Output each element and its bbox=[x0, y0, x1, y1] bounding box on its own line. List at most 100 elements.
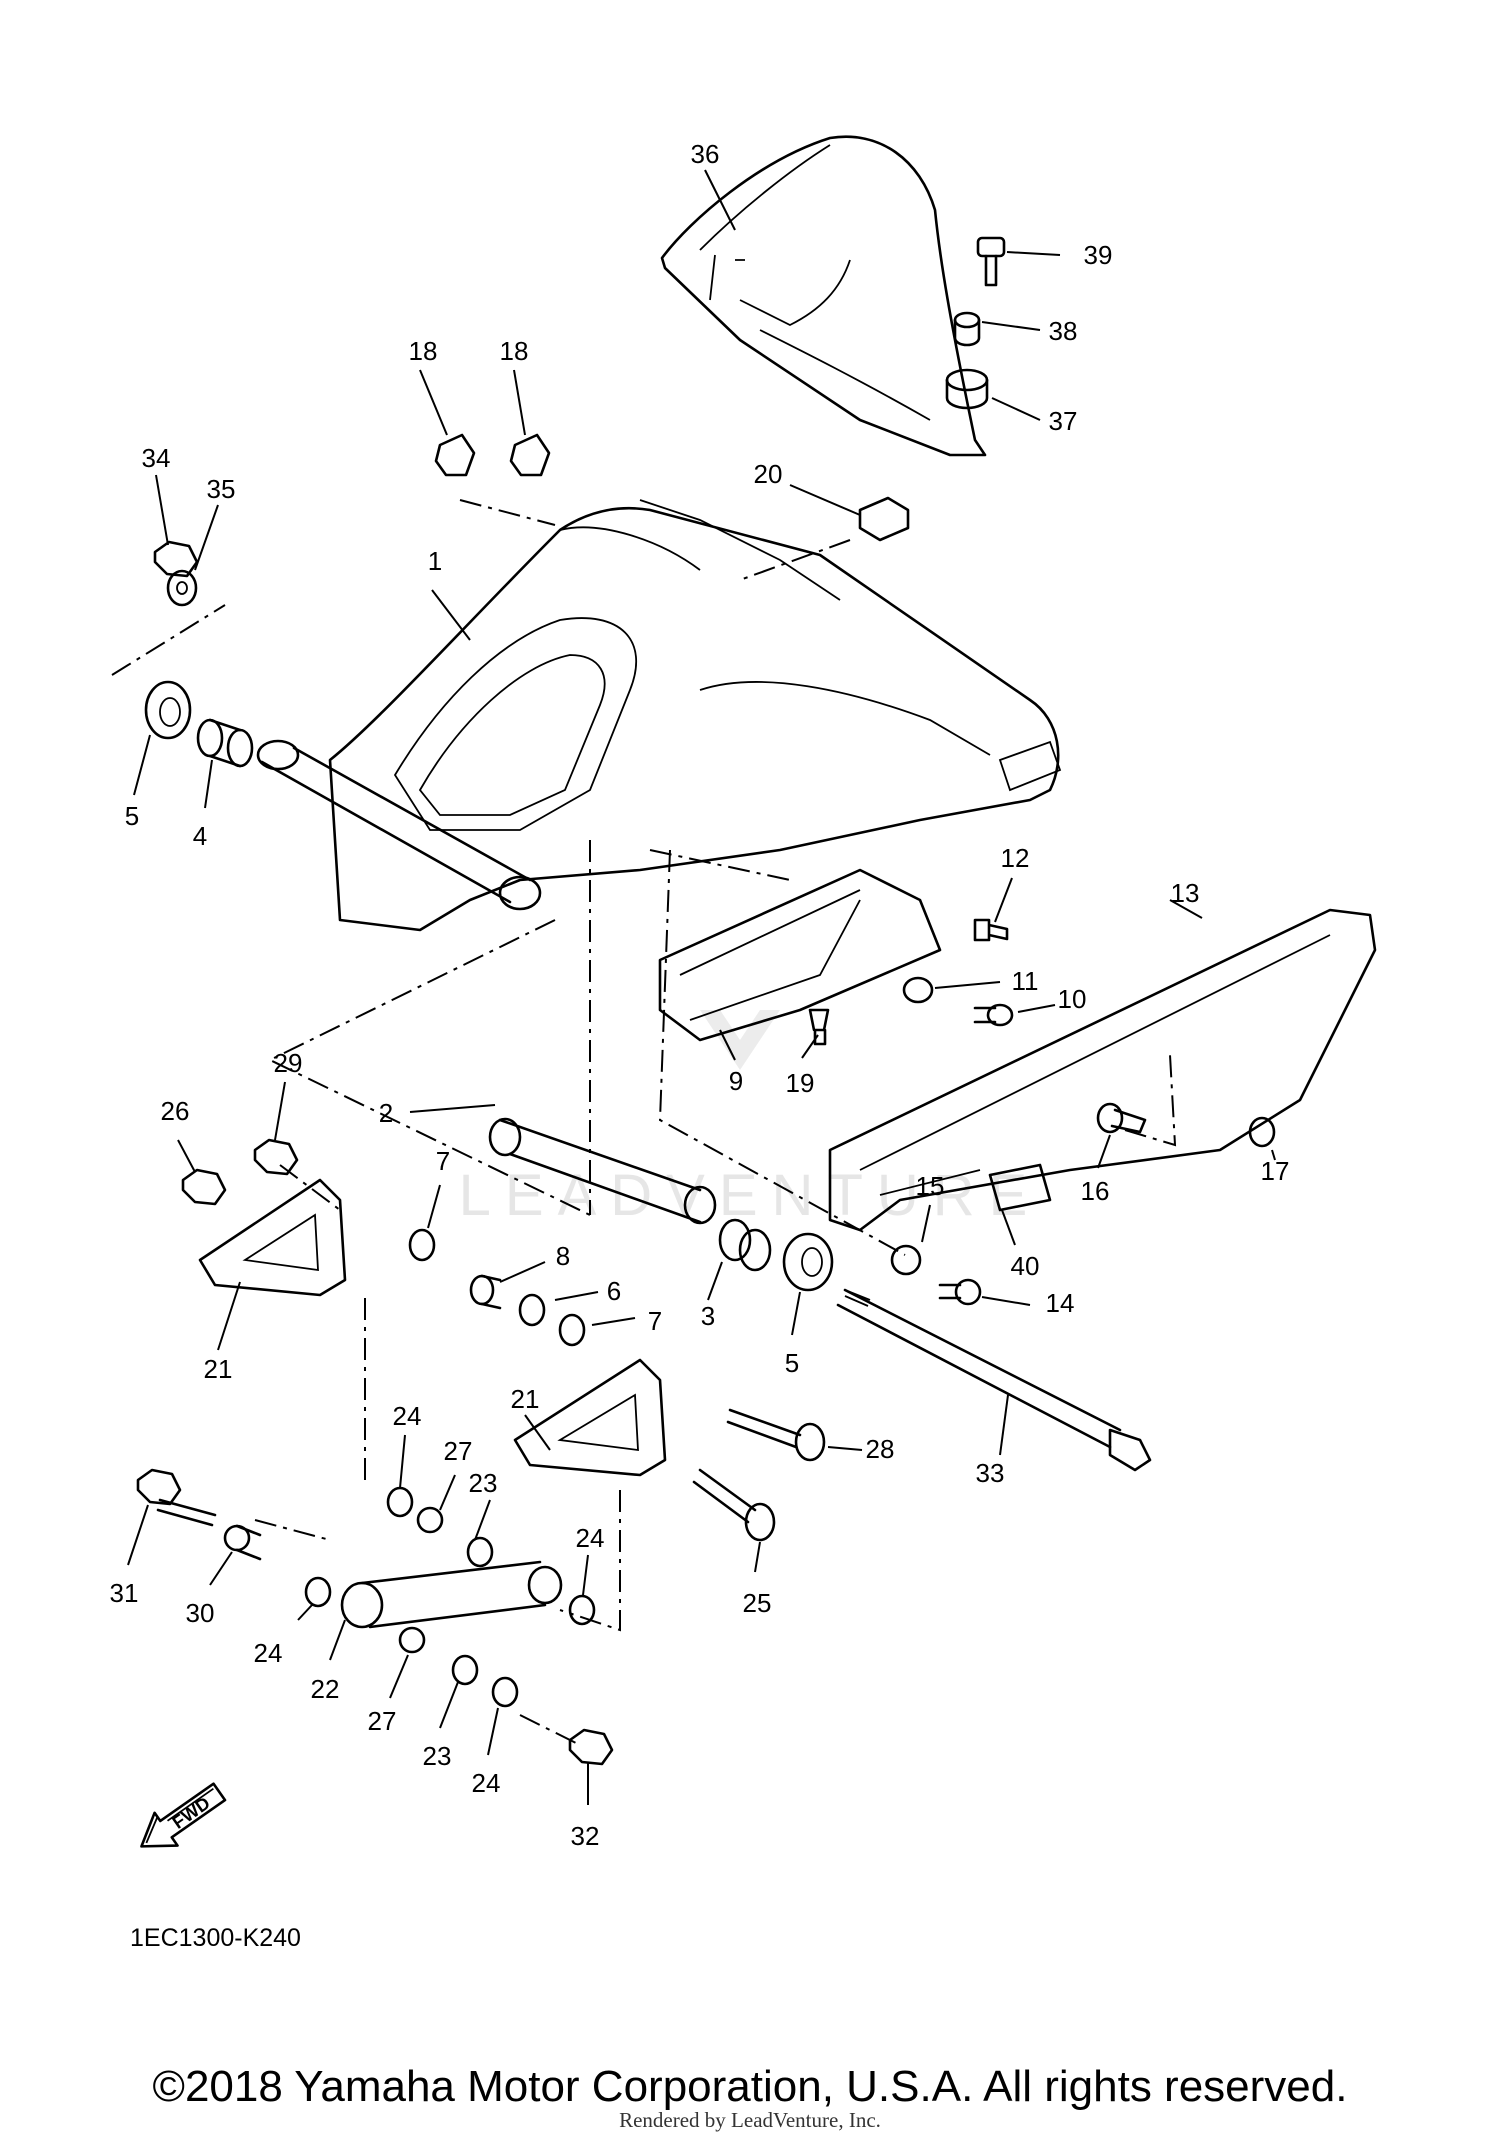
part-5-seal-right[interactable] bbox=[782, 1232, 834, 1292]
part-37-grommet[interactable] bbox=[945, 368, 989, 410]
part-19-clip[interactable] bbox=[808, 1008, 830, 1046]
part-20-rubber[interactable] bbox=[858, 496, 910, 542]
part-29-nut[interactable] bbox=[253, 1138, 299, 1176]
part-24-washer-a[interactable] bbox=[386, 1486, 414, 1518]
watermark: LEADVENTURE bbox=[459, 1010, 1042, 1228]
callout-24-bottom: 24 bbox=[472, 1768, 501, 1798]
part-24-washer-d[interactable] bbox=[491, 1676, 519, 1708]
part-8-collar[interactable] bbox=[469, 1274, 502, 1310]
callout-37: 37 bbox=[1049, 406, 1078, 436]
part-13-chain-case[interactable] bbox=[828, 908, 1377, 1232]
part-32-nut[interactable] bbox=[568, 1728, 614, 1766]
part-26-nut[interactable] bbox=[181, 1168, 227, 1206]
part-15-washer[interactable] bbox=[890, 1244, 922, 1276]
part-9-chain-guide[interactable] bbox=[658, 868, 942, 1042]
part-35-washer[interactable] bbox=[166, 569, 198, 607]
part-3-bearing[interactable] bbox=[718, 1218, 772, 1272]
part-28-bolt[interactable] bbox=[726, 1408, 826, 1462]
part-27-collar-b[interactable] bbox=[398, 1626, 426, 1654]
callout-18-right: 18 bbox=[500, 336, 529, 366]
callout-33: 33 bbox=[976, 1458, 1005, 1488]
part-24-washer-c[interactable] bbox=[304, 1576, 332, 1608]
part-14-bolt[interactable] bbox=[938, 1278, 982, 1306]
part-4-bearing[interactable] bbox=[196, 718, 254, 768]
callout-27-upper: 27 bbox=[444, 1436, 473, 1466]
callout-40: 40 bbox=[1011, 1251, 1040, 1281]
callout-19: 19 bbox=[786, 1068, 815, 1098]
callout-4: 4 bbox=[193, 821, 207, 851]
part-25-bolt[interactable] bbox=[692, 1468, 776, 1542]
callout-21-lower: 21 bbox=[511, 1384, 540, 1414]
part-30-collar[interactable] bbox=[223, 1524, 262, 1561]
part-23-bearing-a[interactable] bbox=[466, 1536, 494, 1568]
callout-15: 15 bbox=[916, 1171, 945, 1201]
callout-2: 2 bbox=[379, 1098, 393, 1128]
part-34-nut[interactable] bbox=[153, 540, 199, 578]
part-21-bracket-upper[interactable] bbox=[198, 1178, 347, 1297]
callout-32: 32 bbox=[571, 1821, 600, 1851]
callout-6: 6 bbox=[607, 1276, 621, 1306]
callout-29: 29 bbox=[274, 1048, 303, 1078]
callout-9: 9 bbox=[729, 1066, 743, 1096]
callout-30: 30 bbox=[186, 1598, 215, 1628]
part-11-washer[interactable] bbox=[902, 976, 934, 1004]
callout-1: 1 bbox=[428, 546, 442, 576]
part-36-rear-fender[interactable] bbox=[660, 135, 987, 457]
callout-22: 22 bbox=[311, 1674, 340, 1704]
callout-10: 10 bbox=[1058, 984, 1087, 1014]
part-40-label[interactable] bbox=[988, 1163, 1052, 1212]
part-18-clip-b[interactable] bbox=[509, 433, 551, 477]
part-7-washer-b[interactable] bbox=[558, 1313, 586, 1347]
callout-7-lower: 7 bbox=[648, 1306, 662, 1336]
callout-35: 35 bbox=[207, 474, 236, 504]
callout-8: 8 bbox=[556, 1241, 570, 1271]
callout-25: 25 bbox=[743, 1588, 772, 1618]
callout-21-upper: 21 bbox=[204, 1354, 233, 1384]
callout-14: 14 bbox=[1046, 1288, 1075, 1318]
part-17-bolt[interactable] bbox=[1248, 1116, 1276, 1148]
callout-11: 11 bbox=[1012, 966, 1039, 996]
callout-23-upper: 23 bbox=[469, 1468, 498, 1498]
part-21-bracket-lower[interactable] bbox=[513, 1358, 667, 1477]
part-27-collar-a[interactable] bbox=[416, 1506, 444, 1534]
callout-16: 16 bbox=[1081, 1176, 1110, 1206]
part-16-bolt[interactable] bbox=[1096, 1102, 1147, 1134]
part-31-bolt[interactable] bbox=[136, 1468, 217, 1527]
callout-31: 31 bbox=[110, 1578, 139, 1608]
callout-3: 3 bbox=[701, 1301, 715, 1331]
watermark-text: LEADVENTURE bbox=[459, 1163, 1042, 1228]
part-12-bolt[interactable] bbox=[973, 918, 1009, 942]
callout-34: 34 bbox=[142, 443, 171, 473]
callout-5-right: 5 bbox=[785, 1348, 799, 1378]
callout-12: 12 bbox=[1001, 843, 1030, 873]
callout-7-upper: 7 bbox=[436, 1146, 450, 1176]
fwd-arrow-icon: FWD bbox=[140, 1782, 227, 1848]
callout-36: 36 bbox=[691, 139, 720, 169]
part-24-washer-b[interactable] bbox=[568, 1594, 596, 1626]
part-22-connecting-rod[interactable] bbox=[340, 1560, 563, 1629]
callout-38: 38 bbox=[1049, 316, 1078, 346]
callout-24-top: 24 bbox=[393, 1401, 422, 1431]
callouts: 1 2 3 4 5 5 6 7 7 8 9 10 11 12 13 14 15 bbox=[110, 139, 1290, 1851]
part-33-rear-axle[interactable] bbox=[836, 1288, 1152, 1472]
part-10-bolt[interactable] bbox=[973, 1003, 1014, 1027]
callout-18-left: 18 bbox=[409, 336, 438, 366]
diagram-code: 1EC1300-K240 bbox=[130, 1924, 301, 1952]
part-5-seal-left[interactable] bbox=[144, 680, 192, 740]
part-7-washer-a[interactable] bbox=[408, 1228, 436, 1262]
callout-13: 13 bbox=[1171, 878, 1200, 908]
callout-24-left: 24 bbox=[254, 1638, 283, 1668]
part-18-clip-a[interactable] bbox=[434, 433, 476, 477]
callout-39: 39 bbox=[1084, 240, 1113, 270]
callout-17: 17 bbox=[1261, 1156, 1290, 1186]
part-39-screw[interactable] bbox=[976, 236, 1006, 287]
part-23-bearing-b[interactable] bbox=[451, 1654, 479, 1686]
callout-26: 26 bbox=[161, 1096, 190, 1126]
callout-28: 28 bbox=[866, 1434, 895, 1464]
part-6-bearing[interactable] bbox=[518, 1293, 546, 1327]
callout-20: 20 bbox=[754, 459, 783, 489]
part-2-pivot-shaft[interactable] bbox=[488, 1117, 717, 1225]
part-1-swingarm[interactable] bbox=[256, 499, 1062, 932]
part-38-collar[interactable] bbox=[953, 311, 981, 347]
